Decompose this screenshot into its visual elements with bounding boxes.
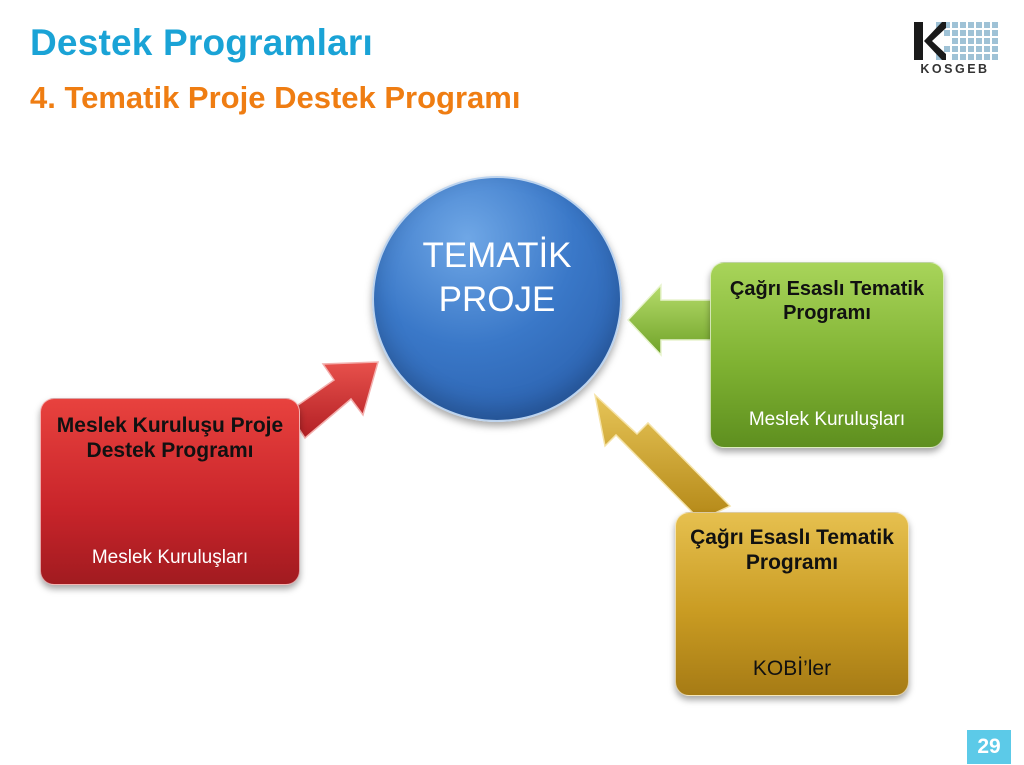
circle-label: TEMATİK PROJE <box>422 236 572 319</box>
box-subtitle: Meslek Kuruluşları <box>748 409 906 430</box>
kosgeb-logo-icon <box>914 22 998 60</box>
gold-arrow <box>593 392 732 521</box>
kosgeb-logo-text: KOSGEB <box>920 62 990 76</box>
box-title: Meslek Kuruluşu Proje Destek Programı <box>56 414 284 462</box>
box-title: Çağrı Esaslı Tematik Programı <box>690 526 894 574</box>
green-arrow <box>626 283 713 357</box>
tematik-proje-circle: TEMATİK PROJE <box>372 176 622 422</box>
box-meslek-kurulusu: Meslek Kuruluşu Proje Destek Programı Me… <box>40 398 300 585</box>
red-arrow <box>286 361 380 440</box>
box-cagri-esasli-meslek: Çağrı Esaslı Tematik Programı Meslek Kur… <box>710 262 944 448</box>
slide-subtitle: 4. Tematik Proje Destek Programı <box>30 80 521 115</box>
box-subtitle: KOBİ’ler <box>752 657 832 680</box>
box-cagri-esasli-kobi: Çağrı Esaslı Tematik Programı KOBİ’ler <box>675 512 909 696</box>
page-number: 29 <box>967 730 1011 764</box>
slide-title: Destek Programları <box>30 22 373 63</box>
box-title: Çağrı Esaslı Tematik Programı <box>729 278 925 324</box>
box-subtitle: Meslek Kuruluşları <box>91 547 249 568</box>
